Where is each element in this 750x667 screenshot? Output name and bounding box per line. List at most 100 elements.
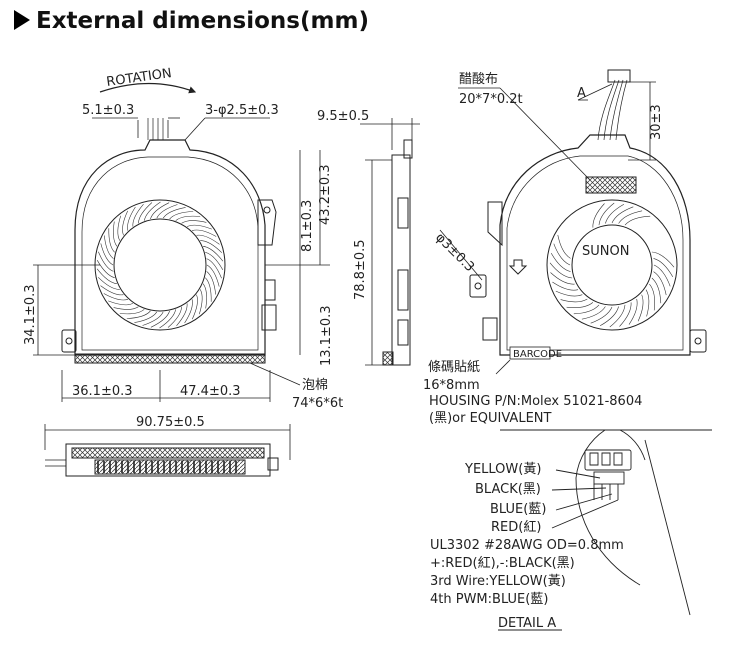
fan-blade [113, 221, 118, 247]
fan-blade [126, 310, 151, 319]
fan-blade [205, 252, 224, 270]
fan-blade [206, 271, 216, 295]
fan-blade [609, 304, 626, 328]
fan-blade [557, 234, 571, 259]
foam-label-cn: 泡棉 [302, 378, 328, 393]
rotation-label: ROTATION [105, 66, 172, 90]
dim-43-2: 43.2±0.3 [318, 164, 333, 225]
fan-blade [550, 272, 575, 285]
acetate-label-cn: 醋酸布 [459, 71, 498, 87]
barcode-sticker [509, 346, 551, 360]
fan-blade [132, 204, 144, 227]
fan-blade [624, 215, 651, 226]
front-dimension-lines [33, 117, 330, 402]
fan-blade [142, 311, 164, 326]
fan-blade [184, 299, 193, 324]
fan-blade [169, 211, 194, 220]
polarity-spec: +:RED(紅),-:BLACK(黑) [430, 556, 575, 571]
front-housing-outline [74, 139, 266, 356]
wire-yellow-label: YELLOW(黃) [464, 462, 541, 477]
dim-78-8: 78.8±0.5 [353, 239, 368, 300]
fan-blade [653, 258, 674, 278]
wire3-spec: 3rd Wire:YELLOW(黃) [430, 574, 566, 589]
fan-blade [205, 277, 212, 302]
fan-blade [138, 202, 153, 224]
fan-blade [550, 252, 571, 272]
brand-label: SUNON [582, 244, 629, 259]
fan-blade [553, 243, 571, 266]
title-text: External dimensions(mm) [36, 8, 369, 34]
fan-blade [104, 235, 114, 259]
back-dimension-lines [439, 81, 656, 375]
top-view [45, 443, 279, 477]
fan-blade [653, 271, 667, 296]
fan-blade [96, 260, 115, 278]
foam-size: 74*6*6t [292, 396, 343, 411]
wire4-spec: 4th PWM:BLUE(藍) [430, 592, 548, 607]
fan-blade [599, 306, 619, 327]
side-dimension-lines [360, 118, 420, 366]
fan-blade [619, 302, 632, 327]
fan-blade [162, 207, 186, 219]
barcode-label: BARCODE [513, 349, 562, 360]
fan-blade [598, 202, 615, 226]
back-view [469, 69, 707, 356]
detail-a-marker: A [577, 86, 586, 101]
fan-blade [549, 262, 573, 279]
fan-blade [150, 310, 170, 328]
dim-47-4: 47.4±0.3 [180, 384, 241, 399]
dim-8-1: 8.1±0.3 [300, 200, 315, 252]
dim-9-5: 9.5±0.5 [317, 109, 369, 124]
fan-blade [113, 306, 139, 310]
back-fan-blades [549, 202, 675, 328]
rotation-indicator: ROTATION [99, 66, 197, 94]
wire-blue-label: BLUE(藍) [490, 502, 546, 517]
fan-blade [134, 311, 158, 323]
triangle-bullet-icon [14, 10, 30, 30]
dim-90-75: 90.75±0.5 [136, 415, 205, 430]
fan-blade [100, 243, 114, 266]
fan-blade [590, 306, 613, 324]
fan-blade [552, 281, 579, 291]
fan-blade [605, 203, 625, 224]
acetate-size: 20*7*0.2t [459, 92, 523, 107]
front-ear-left [61, 329, 77, 353]
ul-spec: UL3302 #28AWG OD=0.8mm [430, 538, 624, 553]
fan-blade [592, 203, 605, 228]
fan-blade [108, 300, 134, 306]
back-fan-inlet [546, 199, 678, 331]
fan-blade [192, 294, 198, 320]
dim-30: 30±3 [649, 104, 664, 140]
fan-blade [127, 206, 136, 231]
fan-blade [144, 201, 161, 221]
fan-blade [573, 304, 600, 315]
wire-black-label: BLACK(黑) [475, 482, 541, 497]
fan-blade [98, 251, 114, 272]
fan-blade [649, 283, 655, 311]
fan-blade [206, 258, 222, 279]
fan-blade [206, 264, 220, 287]
fan-blade [122, 210, 128, 236]
fan-blade [200, 240, 223, 253]
fan-blade [176, 303, 188, 326]
detail-a-label: DETAIL A [498, 616, 556, 631]
fan-blade [618, 210, 643, 224]
front-ear-right-top [257, 199, 277, 246]
wire-red-label: RED(紅) [491, 520, 541, 535]
front-view [61, 118, 277, 364]
fan-blade [108, 228, 115, 253]
fan-blade [611, 206, 634, 224]
fan-blade [202, 283, 207, 309]
side-view [382, 139, 413, 366]
fan-blade [97, 277, 120, 290]
fan-blade [159, 309, 176, 329]
fan-blade [651, 251, 675, 268]
dim-5-1: 5.1±0.3 [82, 103, 134, 118]
dim-36-1: 36.1±0.3 [72, 384, 133, 399]
detail-a [498, 429, 712, 631]
acetate-patch [585, 176, 637, 194]
top-dimension-lines [44, 424, 291, 460]
page-title: External dimensions(mm) [14, 8, 369, 34]
back-housing-outline [499, 134, 691, 356]
